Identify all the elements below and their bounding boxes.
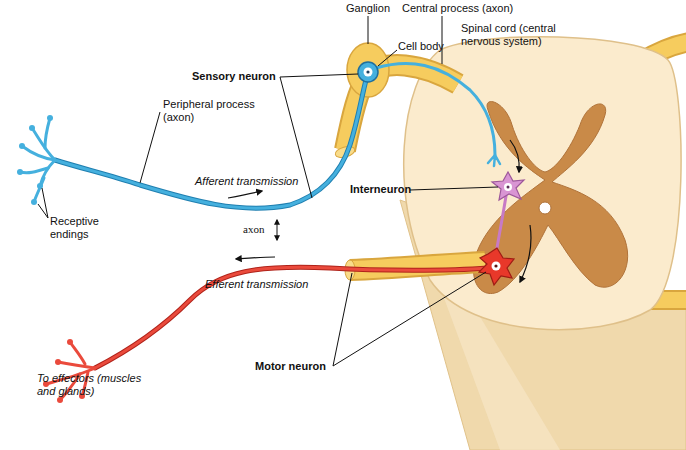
- direction-arrow: [510, 140, 519, 172]
- receptive-ending-tips: [17, 115, 53, 205]
- motor-cell-body: [479, 248, 514, 285]
- motor-axon: [95, 267, 488, 368]
- gray-matter: [473, 102, 627, 294]
- nucleus: [504, 183, 512, 191]
- nucleolus: [494, 264, 497, 267]
- sensory-axon: [55, 80, 366, 208]
- sensory-cell-body: [358, 62, 378, 82]
- part-label: Ganglion: [346, 2, 406, 15]
- part-label: To effectors (muscles and glands): [37, 372, 152, 397]
- part-label: Spinal cord (central nervous system): [461, 22, 596, 47]
- neuron-label: Motor neuron: [255, 360, 345, 373]
- neuron-label: Sensory neuron: [192, 70, 292, 83]
- direction-arrow: [228, 191, 262, 198]
- part-label: Peripheral process (axon): [163, 98, 263, 123]
- direction-label: Efferent transmission: [205, 278, 345, 291]
- motor-axon: [95, 267, 488, 368]
- direction-arrow: [520, 225, 531, 282]
- part-label: Central process (axon): [402, 2, 552, 15]
- part-label: Receptive endings: [50, 215, 110, 240]
- interneuron-process: [497, 196, 506, 248]
- neuron-label: Interneuron: [350, 183, 430, 196]
- direction-arrow: [236, 257, 275, 259]
- nucleus: [364, 68, 373, 77]
- interneuron-cell: [492, 172, 524, 200]
- double-arrow: [277, 220, 278, 240]
- nucleolus: [366, 70, 369, 73]
- nucleolus: [507, 186, 510, 189]
- nucleus: [492, 262, 501, 271]
- central-canal: [539, 202, 551, 214]
- axon-terminal: [488, 155, 500, 166]
- part-label: axon: [243, 223, 283, 236]
- ganglion: [347, 43, 389, 97]
- central-process: [376, 63, 495, 155]
- sensory-axon: [55, 80, 366, 208]
- leader-lines: [38, 16, 498, 366]
- part-label: Cell body: [398, 40, 468, 53]
- direction-label: Afferent transmission: [195, 175, 335, 188]
- receptive-endings: [20, 118, 55, 202]
